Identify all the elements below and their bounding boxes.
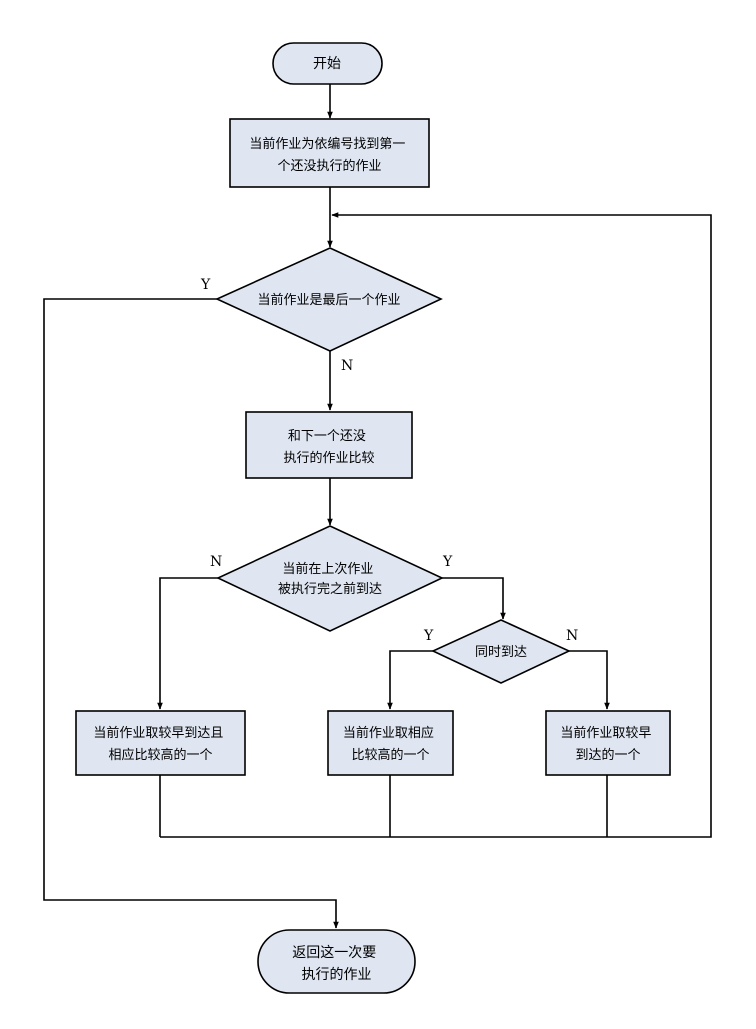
edge-loop-back [160, 212, 712, 838]
svg-text:当前作业取较早到达且 相应比较高的一个: 当前作业取较早到达且 相应比较高的一个 [93, 725, 227, 763]
start-label: 开始 [313, 56, 341, 72]
svg-text:当前作业为依编号找到第一 个还没执行的作业: 当前作业为依编号找到第一 个还没执行的作业 [249, 136, 409, 174]
arrived-before-line-1: 当前在上次作业 [282, 561, 373, 577]
pick-earlier-line-2: 到达的一个 [575, 747, 640, 763]
pick-earlier-process: 当前作业取较早 到达的一个 [545, 710, 671, 776]
is-last-label: 当前作业是最后一个作业 [257, 292, 400, 308]
arrived-yes-label: Y [442, 554, 453, 570]
same-time-label: 同时到达 [475, 645, 527, 660]
find-first-line-1: 当前作业为依编号找到第一 [249, 136, 405, 152]
same-time-decision: 同时到达 [431, 619, 571, 684]
pick-earlier-higher-line-1: 当前作业取较早到达且 [93, 725, 223, 741]
svg-text:当前作业取相应 比较高的一个: 当前作业取相应 比较高的一个 [343, 725, 438, 763]
pick-earlier-higher-process: 当前作业取较早到达且 相应比较高的一个 [75, 710, 246, 776]
is-last-no-label: N [341, 358, 353, 374]
same-no-label: N [566, 628, 578, 644]
svg-text:返回这一次要 执行的作业: 返回这一次要 执行的作业 [292, 944, 380, 983]
find-first-line-2: 个还没执行的作业 [277, 158, 381, 174]
edge-is-last-yes [43, 298, 339, 929]
edge-same-yes [387, 650, 433, 710]
compare-next-process: 和下一个还没 执行的作业比较 [245, 411, 413, 479]
is-last-yes-label: Y [200, 277, 211, 293]
end-line-2: 执行的作业 [302, 967, 372, 983]
is-last-decision: 当前作业是最后一个作业 [215, 247, 443, 352]
svg-text:当前在上次作业 被执行完之前到达: 当前在上次作业 被执行完之前到达 [278, 561, 382, 597]
svg-text:和下一个还没 执行的作业比较: 和下一个还没 执行的作业比较 [283, 429, 374, 466]
edge-arrived-yes [442, 577, 506, 620]
pick-higher-ratio-line-1: 当前作业取相应 [343, 725, 434, 741]
pick-earlier-line-1: 当前作业取较早 [560, 725, 651, 741]
edge-arrived-no [157, 577, 218, 710]
edge-same-no [569, 650, 610, 710]
compare-next-line-1: 和下一个还没 [288, 429, 366, 444]
end-line-1: 返回这一次要 [292, 944, 376, 961]
same-yes-label: Y [423, 628, 434, 644]
arrived-no-label: N [210, 554, 222, 570]
arrived-before-line-2: 被执行完之前到达 [278, 581, 382, 597]
find-first-process: 当前作业为依编号找到第一 个还没执行的作业 [229, 118, 430, 188]
pick-higher-ratio-line-2: 比较高的一个 [351, 747, 429, 763]
start-terminal: 开始 [272, 42, 383, 85]
svg-text:当前作业取较早 到达的一个: 当前作业取较早 到达的一个 [560, 725, 655, 763]
pick-earlier-higher-line-2: 相应比较高的一个 [108, 747, 212, 763]
compare-next-line-2: 执行的作业比较 [283, 450, 374, 466]
end-terminal: 返回这一次要 执行的作业 [257, 929, 416, 994]
pick-higher-ratio-process: 当前作业取相应 比较高的一个 [327, 710, 454, 776]
arrived-before-decision: 当前在上次作业 被执行完之前到达 [216, 525, 444, 632]
